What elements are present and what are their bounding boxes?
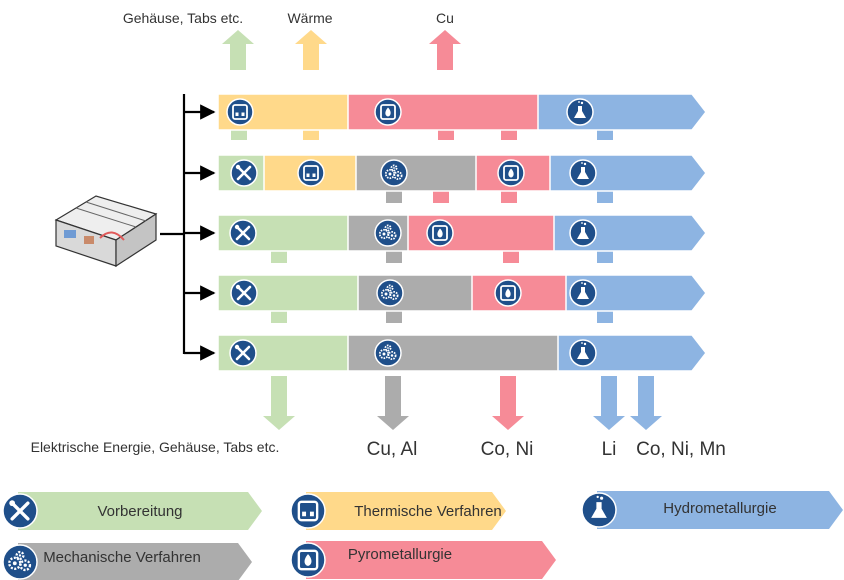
- route-row-5: [217, 334, 707, 372]
- flame-icon: [290, 542, 326, 578]
- tools-icon: [229, 339, 257, 367]
- oven-icon: [226, 98, 254, 126]
- output-arrow-elektrische: [263, 376, 295, 430]
- legend-label-thermisch: Thermische Verfahren: [354, 503, 502, 520]
- tools-icon: [230, 159, 258, 187]
- legend-label-pyro: Pyrometallurgie: [348, 546, 452, 563]
- bottom-output-li: Li: [602, 439, 617, 460]
- output-arrow-li: [593, 376, 625, 430]
- output-arrow-co-ni-mn: [630, 376, 662, 430]
- output-arrow-cu: [429, 30, 461, 70]
- tools-icon: [2, 493, 38, 529]
- output-arrow-waerme: [295, 30, 327, 70]
- legend-pyro: [290, 541, 556, 579]
- segment-hydro: [557, 334, 707, 372]
- legend-swatch-thermisch: [306, 492, 506, 530]
- gears-icon: [374, 339, 402, 367]
- flame-icon: [494, 279, 522, 307]
- legend-thermisch: [290, 492, 506, 530]
- route-row-2: [217, 154, 707, 192]
- segment-hydro: [565, 274, 707, 312]
- legend-hydro: [581, 491, 843, 529]
- bottom-output-elektrische: Elektrische Energie, Gehäuse, Tabs etc.: [31, 439, 280, 455]
- bottom-output-co-ni-mn: Co, Ni, Mn: [636, 439, 726, 460]
- legend-vorbereitung: [2, 492, 262, 530]
- segment-hydro: [537, 93, 707, 131]
- legend: [2, 491, 843, 580]
- gears-icon: [376, 279, 404, 307]
- gears-icon: [2, 544, 38, 580]
- bottom-output-cu-al: Cu, Al: [367, 439, 418, 460]
- top-output-gehaeuse: Gehäuse, Tabs etc.: [123, 10, 243, 26]
- battery-connectors: [160, 94, 216, 361]
- route-row-1: [217, 93, 707, 131]
- route-row-3: [217, 214, 707, 252]
- flask-icon: [569, 159, 597, 187]
- process-routes: [217, 93, 707, 372]
- gears-icon: [374, 219, 402, 247]
- top-output-cu: Cu: [436, 10, 454, 26]
- legend-label-vorbereitung: Vorbereitung: [97, 503, 182, 520]
- tools-icon: [229, 219, 257, 247]
- gears-icon: [380, 159, 408, 187]
- legend-swatch-mechanisch: [18, 543, 252, 580]
- flask-icon: [569, 339, 597, 367]
- battery-pack-icon: [54, 195, 158, 268]
- output-arrow-cu-al: [377, 376, 409, 430]
- top-output-waerme: Wärme: [287, 10, 332, 26]
- bottom-output-co-ni: Co, Ni: [481, 439, 534, 460]
- flame-icon: [374, 98, 402, 126]
- legend-swatch-pyro: [306, 541, 556, 579]
- output-arrows: [222, 30, 662, 430]
- output-arrow-gehaeuse: [222, 30, 254, 70]
- legend-label-mechanisch: Mechanische Verfahren: [43, 549, 201, 566]
- flask-icon: [581, 492, 617, 528]
- segment-mechanisch: [355, 154, 491, 192]
- legend-swatch-hydro: [597, 491, 843, 529]
- tools-icon: [230, 279, 258, 307]
- flame-icon: [497, 159, 525, 187]
- oven-icon: [290, 493, 326, 529]
- route-row-4: [217, 274, 707, 312]
- legend-swatch-vorbereitung: [18, 492, 262, 530]
- flask-icon: [566, 98, 594, 126]
- legend-mechanisch: [2, 543, 252, 580]
- output-arrow-co-ni: [492, 376, 524, 430]
- flame-icon: [426, 219, 454, 247]
- oven-icon: [297, 159, 325, 187]
- flask-icon: [569, 219, 597, 247]
- legend-label-hydro: Hydrometallurgie: [663, 500, 776, 517]
- flask-icon: [569, 279, 597, 307]
- segment-pyro: [471, 274, 581, 312]
